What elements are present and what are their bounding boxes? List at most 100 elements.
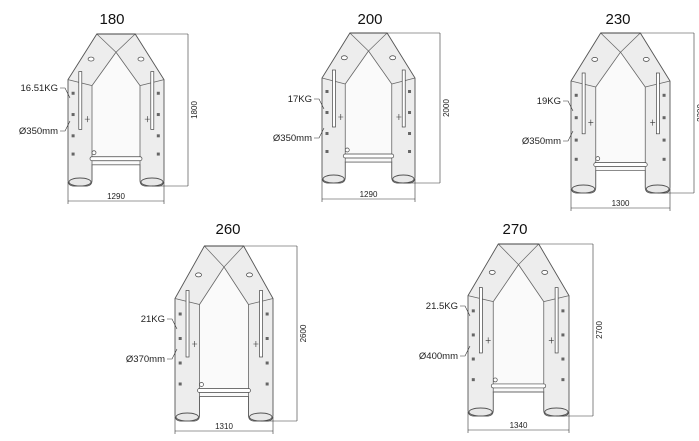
- width-label: 1290: [107, 192, 125, 201]
- oar-left: [479, 287, 483, 354]
- oarlock-left: [84, 116, 90, 123]
- transom-bar: [342, 153, 395, 159]
- fitting-left-2: [471, 357, 475, 361]
- oar-left: [581, 72, 586, 135]
- bow-handle-right: [246, 272, 253, 278]
- tube-leader: [60, 120, 71, 132]
- width-label: 1290: [360, 190, 378, 199]
- boats-layer: 1800129018016.51KGØ350mm2000129020017KGØ…: [19, 11, 699, 434]
- floor-area: [199, 266, 249, 397]
- tube-leader: [314, 127, 325, 139]
- weight-label: 19KG: [537, 96, 561, 107]
- fitting-right-2: [408, 132, 412, 135]
- oar-right: [150, 71, 155, 130]
- weight-leader: [60, 87, 71, 99]
- bow-seam: [600, 32, 641, 53]
- weight-leader: [460, 305, 471, 317]
- width-label: 1300: [612, 199, 630, 208]
- bow-seam: [204, 245, 244, 268]
- fitting-right-3: [156, 152, 160, 156]
- length-label: 2600: [299, 324, 308, 342]
- tube-diameter-label: Ø350mm: [273, 133, 312, 144]
- fitting-right-3: [561, 378, 565, 382]
- bow-handle-right: [389, 55, 397, 61]
- fitting-left-1: [325, 111, 329, 114]
- bow-handle-left: [87, 56, 95, 62]
- stern-cone-right: [392, 174, 415, 184]
- oarlock-right: [396, 114, 402, 120]
- fitting-right-0: [265, 312, 269, 316]
- oarlock-right: [253, 341, 259, 347]
- weight-leader: [563, 100, 574, 112]
- weight-label: 16.51KG: [21, 83, 59, 94]
- oar-left: [185, 290, 190, 358]
- stern-cone-right: [249, 412, 273, 422]
- fitting-right-2: [662, 138, 666, 142]
- oarlock-right: [650, 119, 656, 126]
- fitting-right-3: [662, 157, 666, 161]
- fitting-right-3: [265, 382, 269, 386]
- fitting-left-1: [574, 116, 578, 120]
- oarlock-right: [548, 337, 554, 344]
- oarlock-right: [144, 116, 150, 123]
- bow-handle-left: [340, 55, 348, 61]
- fitting-right-0: [561, 309, 565, 313]
- length-label: 2000: [442, 99, 451, 117]
- fitting-left-0: [574, 93, 578, 97]
- transom-bar: [490, 383, 547, 389]
- boat-270: 2700 1340 270 21.5KG Ø400mm: [419, 221, 604, 433]
- fitting-left-1: [471, 333, 475, 337]
- stern-cone-left: [175, 412, 199, 422]
- stern-cone-right: [645, 184, 670, 194]
- bow-seam: [96, 33, 136, 53]
- oar-right: [554, 287, 559, 354]
- weight-leader: [167, 318, 178, 330]
- bow-handle-right: [642, 57, 650, 62]
- fitting-left-0: [71, 91, 75, 95]
- fitting-left-2: [574, 138, 578, 142]
- weight-leader: [314, 98, 325, 110]
- drain-valve: [344, 147, 350, 153]
- stern-cone-left: [68, 177, 92, 187]
- floor-area: [492, 263, 545, 393]
- transom-bar: [593, 162, 648, 167]
- floor-area: [595, 51, 646, 171]
- stern-cone-right: [140, 177, 164, 187]
- fitting-left-3: [325, 150, 329, 153]
- model-title: 200: [357, 11, 382, 28]
- fitting-right-0: [156, 91, 160, 95]
- fitting-right-3: [408, 150, 412, 153]
- weight-label: 21KG: [141, 314, 165, 325]
- bow-handle-left: [591, 57, 599, 62]
- fitting-right-1: [265, 337, 269, 340]
- model-title: 270: [502, 221, 527, 238]
- weight-label: 21.5KG: [426, 301, 458, 312]
- bow-handle-right: [541, 270, 549, 275]
- fitting-left-3: [71, 152, 75, 156]
- drain-valve: [492, 377, 498, 383]
- fitting-right-1: [561, 333, 565, 337]
- length-label: 2700: [595, 321, 604, 339]
- oar-left: [78, 71, 83, 130]
- fitting-left-1: [178, 337, 182, 340]
- model-title: 230: [605, 11, 630, 28]
- drain-valve: [199, 382, 204, 387]
- fitting-left-2: [71, 134, 75, 138]
- fitting-left-3: [178, 382, 182, 386]
- fitting-left-1: [71, 113, 75, 117]
- tube-leader: [167, 348, 178, 360]
- model-title: 260: [215, 221, 240, 238]
- fitting-left-2: [325, 132, 329, 135]
- width-label: 1340: [510, 421, 528, 430]
- fitting-left-0: [178, 312, 182, 316]
- tube-leader: [460, 345, 471, 357]
- oar-right: [259, 290, 263, 358]
- transom-bar: [89, 156, 143, 162]
- tube-diameter-label: Ø400mm: [419, 351, 458, 362]
- model-title: 180: [99, 11, 124, 28]
- oarlock-left: [192, 341, 198, 347]
- fitting-right-2: [561, 357, 565, 361]
